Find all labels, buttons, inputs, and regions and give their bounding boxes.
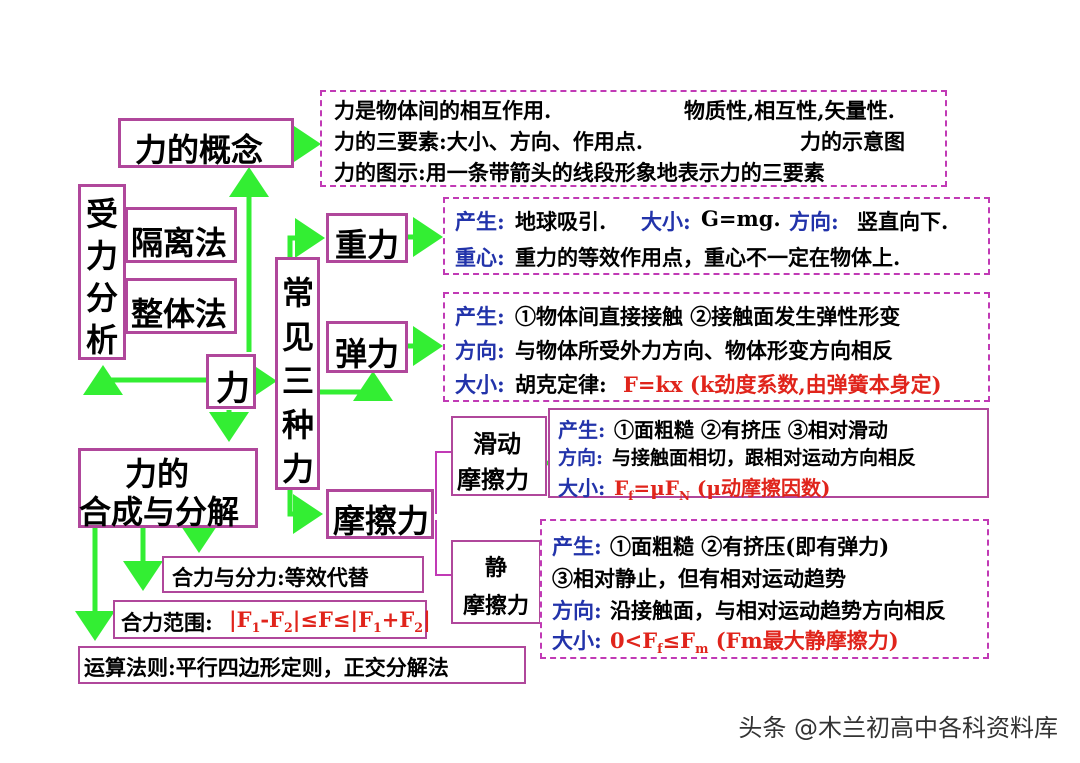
bracket-static (435, 520, 452, 576)
sliding-friction-box: 滑动 摩擦力 (451, 416, 547, 496)
composition-title-2: 合成与分解 (79, 493, 240, 531)
gravity-box: 重力 (326, 213, 408, 264)
whole-box: 整体法 (125, 278, 237, 334)
sliding-dir-label: 方向: (558, 447, 604, 469)
elastic-dir: 与物体所受外力方向、物体形变方向相反 (515, 338, 893, 363)
bracket-sliding (435, 451, 452, 514)
force-center-label: 力 (216, 369, 250, 409)
gravity-dir-label: 方向: (789, 209, 839, 234)
gravity-size-label: 大小: (641, 209, 691, 234)
sliding-size-formula: Ff=μFN (μ动摩擦因数) (614, 476, 831, 503)
concept-box: 力的概念 (118, 118, 294, 169)
elastic-size-label: 大小: (455, 372, 505, 397)
concept-title: 力的概念 (135, 131, 264, 169)
arrow-to-elastic (318, 371, 393, 401)
sliding-detail-box: 产生: ①面粗糙 ②有挤压 ③相对滑动 方向: 与接触面相切，跟相对运动方向相反… (548, 408, 989, 503)
sliding-size-label: 大小: (558, 476, 606, 500)
arrow-to-gravity (287, 218, 325, 258)
sliding-produce: ①面粗糙 ②有挤压 ③相对滑动 (614, 418, 888, 442)
static-size-formula: 0<Ff≤Fm (Fm最大静摩擦力) (610, 628, 899, 657)
equivalent-box: 合力与分力:等效代替 (162, 556, 424, 593)
static-produce-label: 产生: (552, 534, 602, 559)
isolation-label: 隔离法 (131, 224, 228, 262)
sliding-produce-label: 产生: (558, 418, 606, 442)
static-detail-box: 产生: ①面粗糙 ②有挤压(即有弹力) ③相对静止，但有相对运动趋势 方向: 沿… (540, 519, 989, 659)
static-title-2: 摩擦力 (463, 593, 530, 619)
range-formula: |F1-F2|≤F≤|F1+F2| (229, 607, 431, 636)
analysis-box: 受 力 分 析 (78, 184, 126, 360)
force-center-box: 力 (206, 354, 256, 409)
watermark: 头条 @木兰初高中各科资料库 (738, 714, 1058, 742)
gravity-produce: 地球吸引. (515, 209, 607, 234)
arrow-to-analysis (83, 365, 207, 395)
elastic-box: 弹力 (326, 321, 408, 373)
analysis-char-4: 析 (86, 321, 119, 359)
sliding-title-2: 摩擦力 (457, 465, 529, 494)
concept-line3: 力的图示:用一条带箭头的线段形象地表示力的三要素 (334, 160, 825, 185)
concept-line2a: 力的三要素:大小、方向、作用点. (334, 129, 644, 154)
range-box: 合力范围: |F1-F2|≤F≤|F1+F2| (113, 600, 431, 639)
sliding-dir: 与接触面相切，跟相对运动方向相反 (612, 447, 917, 469)
rule-label: 运算法则:平行四边形定则，正交分解法 (84, 655, 449, 680)
gravity-detail-box: 产生: 地球吸引. 大小: G=mg. 方向: 竖直向下. 重心: 重力的等效作… (443, 197, 990, 275)
common-char-5: 力 (282, 450, 315, 488)
equivalent-label: 合力与分力:等效代替 (172, 565, 369, 590)
gravity-center: 重力的等效作用点，重心不一定在物体上. (515, 245, 901, 270)
elastic-produce: ①物体间直接接触 ②接触面发生弹性形变 (515, 304, 901, 329)
analysis-char-1: 受 (86, 195, 119, 233)
common-char-2: 见 (282, 318, 315, 356)
analysis-char-2: 力 (86, 237, 119, 275)
gravity-size: G=mg. (701, 206, 781, 231)
concept-line1b: 物质性,相互性,矢量性. (684, 98, 895, 123)
isolation-box: 隔离法 (125, 207, 237, 263)
analysis-char-3: 分 (86, 279, 119, 317)
whole-label: 整体法 (131, 295, 228, 333)
elastic-size-text: 胡克定律: (515, 372, 607, 397)
gravity-title: 重力 (335, 226, 400, 264)
friction-box: 摩擦力 (326, 489, 434, 540)
common-char-4: 种 (282, 406, 315, 444)
gravity-produce-label: 产生: (455, 209, 505, 234)
common-char-3: 三 (282, 362, 315, 400)
arrow-to-friction (287, 488, 323, 534)
static-dir: 沿接触面，与相对运动趋势方向相反 (610, 598, 946, 623)
elastic-dir-label: 方向: (455, 338, 505, 363)
sliding-title-1: 滑动 (473, 429, 521, 458)
elastic-title: 弹力 (335, 335, 400, 373)
common-char-1: 常 (282, 274, 315, 312)
common-forces-box: 常 见 三 种 力 (275, 257, 320, 490)
static-title-1: 静 (485, 555, 508, 581)
friction-title: 摩擦力 (333, 502, 430, 540)
gravity-dir: 竖直向下. (857, 209, 949, 234)
static-friction-box: 静 摩擦力 (451, 540, 541, 624)
concept-line2b: 力的示意图 (800, 129, 905, 154)
composition-box: 力的 合成与分解 (78, 448, 258, 531)
concept-line1a: 力是物体间的相互作用. (334, 98, 552, 123)
rule-box: 运算法则:平行四边形定则，正交分解法 (78, 646, 526, 684)
gravity-center-label: 重心: (455, 245, 505, 270)
range-label: 合力范围: (121, 610, 213, 635)
elastic-produce-label: 产生: (455, 304, 505, 329)
static-dir-label: 方向: (552, 598, 602, 623)
static-produce: ①面粗糙 ②有挤压(即有弹力) (610, 534, 890, 559)
concept-detail-box: 力是物体间的相互作用. 物质性,相互性,矢量性. 力的三要素:大小、方向、作用点… (320, 90, 947, 187)
static-line2: ③相对静止，但有相对运动趋势 (552, 566, 846, 591)
composition-title-1: 力的 (125, 455, 190, 493)
static-size-label: 大小: (552, 628, 602, 653)
elastic-detail-box: 产生: ①物体间直接接触 ②接触面发生弹性形变 方向: 与物体所受外力方向、物体… (443, 292, 990, 402)
elastic-size-formula: F=kx (k劲度系数,由弹簧本身定) (623, 372, 942, 397)
